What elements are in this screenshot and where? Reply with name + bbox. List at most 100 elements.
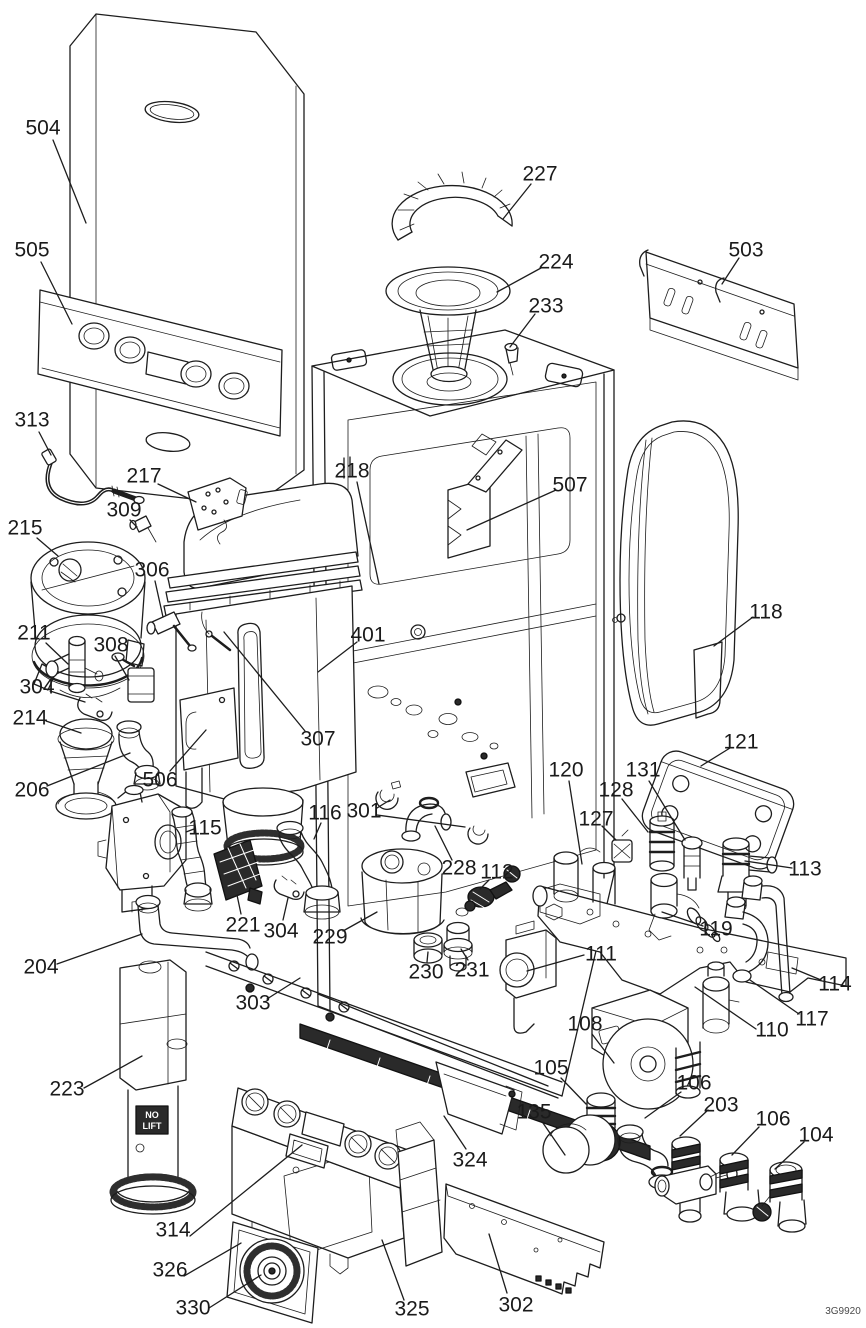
leader-line-114 — [791, 967, 822, 981]
part-callout-203: 203 — [703, 1094, 738, 1117]
leader-line-110 — [694, 986, 757, 1030]
leader-line-117 — [749, 979, 800, 1015]
part-callout-224: 224 — [538, 251, 573, 274]
part-304-clip-a — [77, 693, 113, 721]
part-229-canister — [360, 848, 445, 935]
leader-line-203 — [679, 1109, 709, 1137]
leader-line-113 — [744, 860, 793, 869]
leader-line-131 — [648, 780, 686, 841]
part-callout-113: 113 — [788, 858, 821, 881]
leader-line-503 — [721, 257, 740, 285]
part-204-gas-pipe — [135, 894, 259, 971]
part-104-valve — [752, 1161, 807, 1233]
part-callout-506: 506 — [142, 769, 177, 792]
part-callout-304: 304 — [263, 920, 298, 943]
part-callout-204: 204 — [23, 956, 58, 979]
part-callout-302: 302 — [498, 1294, 533, 1317]
part-223-condensate-trap: NO LIFT — [109, 959, 197, 1215]
part-116-hose — [276, 820, 341, 920]
part-callout-307: 307 — [300, 728, 335, 751]
part-224-flue-adaptor — [385, 266, 511, 392]
part-callout-233: 233 — [528, 295, 563, 318]
leader-line-211 — [45, 642, 69, 665]
leader-line-227 — [502, 183, 532, 220]
part-231-fitting — [443, 921, 473, 972]
part-callout-227: 227 — [522, 163, 557, 186]
part-callout-218: 218 — [334, 460, 369, 483]
part-callout-228: 228 — [441, 857, 476, 880]
part-227-flue-clamp — [391, 171, 513, 241]
leader-line-115 — [185, 828, 195, 833]
part-131-sensor — [681, 836, 703, 891]
part-110-air-vent — [702, 961, 740, 1034]
part-callout-309: 309 — [106, 499, 141, 522]
part-306-sensor — [146, 611, 197, 652]
part-120-hydraulic-manifold — [532, 847, 847, 995]
part-callout-110: 110 — [755, 1019, 788, 1042]
part-214-trap-funnel — [55, 718, 117, 820]
leader-line-230 — [426, 951, 429, 963]
part-127-clip — [611, 829, 633, 863]
leader-line-108 — [591, 1033, 615, 1064]
part-304-clip-b — [273, 875, 305, 900]
part-callout-401: 401 — [350, 624, 385, 647]
part-324-side-panel — [435, 1061, 523, 1135]
part-112-injector — [455, 865, 521, 917]
leader-line-118 — [713, 616, 754, 647]
trap-marking-line2: LIFT — [143, 1121, 162, 1131]
leader-line-121 — [700, 747, 731, 767]
part-301-clamps — [375, 780, 489, 845]
leader-line-221 — [236, 894, 242, 915]
leader-line-314 — [189, 1144, 303, 1237]
part-217-bracket — [187, 477, 248, 545]
part-callout-117: 117 — [795, 1008, 828, 1031]
part-128-sensor — [648, 811, 676, 872]
leader-line-128 — [621, 798, 649, 833]
part-callout-111: 111 — [585, 943, 617, 966]
part-callout-108: 108 — [567, 1013, 602, 1036]
part-205-gas-valve — [97, 784, 187, 913]
part-callout-330: 330 — [175, 1297, 210, 1320]
leader-line-111 — [526, 954, 585, 972]
part-callout-120: 120 — [548, 759, 583, 782]
part-callout-215: 215 — [7, 517, 42, 540]
leader-line-309 — [129, 519, 138, 528]
part-callout-217: 217 — [126, 465, 161, 488]
leader-line-224 — [496, 267, 542, 293]
leader-line-104 — [774, 1141, 805, 1170]
leader-line-218 — [356, 481, 380, 585]
leader-line-231 — [460, 948, 469, 961]
leader-line-223 — [83, 1055, 143, 1089]
leader-line-233 — [509, 313, 536, 348]
part-callout-223: 223 — [49, 1078, 84, 1101]
leader-line-229 — [342, 911, 378, 932]
part-215-fan — [30, 541, 146, 698]
part-callout-106: 106 — [676, 1072, 711, 1095]
part-callout-127: 127 — [578, 808, 613, 831]
leader-line-325 — [381, 1239, 405, 1301]
leader-line-301 — [376, 799, 391, 809]
leader-line-206 — [46, 752, 131, 787]
leader-line-324 — [443, 1115, 467, 1150]
part-505-casing-fascia-strip — [37, 289, 283, 437]
leader-line-504 — [52, 139, 87, 224]
part-callout-104: 104 — [798, 1124, 833, 1147]
part-313-ignition-cable — [41, 448, 145, 506]
leader-line-301 — [376, 814, 466, 828]
part-callout-121: 121 — [723, 731, 758, 754]
leader-line-120 — [568, 780, 583, 865]
part-callout-504: 504 — [25, 117, 60, 140]
part-106-elbow-b — [699, 1152, 761, 1222]
part-228-elbow — [401, 796, 452, 842]
part-233-screw — [504, 342, 519, 376]
part-111-diverter-motor — [499, 920, 557, 1034]
part-callout-503: 503 — [728, 239, 763, 262]
part-callout-303: 303 — [235, 992, 270, 1015]
part-callout-106: 106 — [755, 1108, 790, 1131]
leader-line-303 — [266, 977, 301, 1000]
part-callout-112: 112 — [480, 861, 513, 884]
part-callout-507: 507 — [552, 474, 587, 497]
leader-line-135 — [542, 1122, 566, 1156]
